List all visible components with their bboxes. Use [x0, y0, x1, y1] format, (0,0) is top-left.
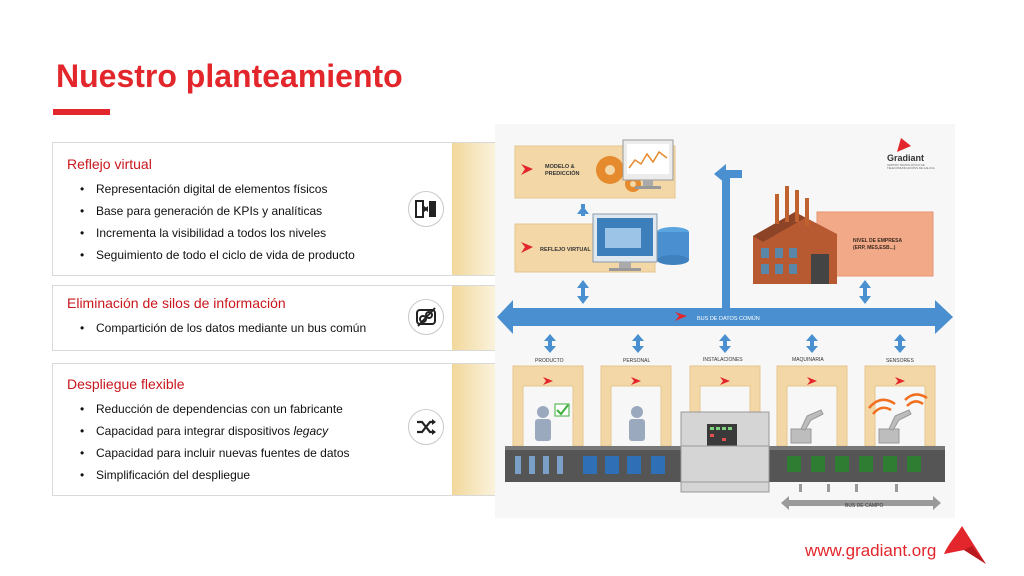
conveyor-belt: [505, 445, 945, 483]
logo-name: Gradiant: [887, 153, 924, 163]
section-eliminacion-silos: Eliminación de silos de información Comp…: [52, 285, 497, 351]
gradiant-corner-logo: [944, 526, 986, 564]
bullet-item: Representación digital de elementos físi…: [80, 178, 355, 200]
bullet-list: Representación digital de elementos físi…: [80, 178, 355, 266]
bullet-item: Capacidad para incluir nuevas fuentes de…: [80, 442, 350, 464]
shuffle-icon: [408, 409, 444, 445]
bullet-item: Simplificación del despliegue: [80, 464, 350, 486]
vertical-arrows: [577, 164, 871, 312]
reflejo-virtual-panel: REFLEJO VIRTUAL: [514, 213, 689, 273]
nivel-empresa-panel: NIVEL DE EMPRESA (ERP, MES,ESB...): [753, 186, 934, 284]
architecture-diagram: MODELO & PREDICCIÓN REFLEJO VIRTUAL: [495, 124, 955, 518]
category-label: PERSONAL: [623, 358, 650, 364]
section-heading: Despliegue flexible: [67, 376, 185, 392]
database-icon: [657, 227, 689, 265]
bullet-item: Seguimiento de todo el ciclo de vida de …: [80, 244, 355, 266]
worker-icon: [535, 406, 551, 441]
wireless-icons: [868, 393, 928, 415]
modelo-label-1: MODELO &: [545, 164, 575, 170]
gradiant-logo-mark: [897, 138, 911, 152]
section-heading: Eliminación de silos de información: [67, 295, 286, 311]
factory-icon: [753, 186, 837, 284]
bullet-item: Compartición de los datos mediante un bu…: [80, 317, 366, 339]
field-bus: BUS DE CAMPO: [781, 484, 941, 510]
category-label: SENSORES: [886, 358, 914, 364]
bus-label: BUS DE DATOS COMÚN: [697, 315, 760, 322]
category-frames: [512, 365, 936, 447]
monitor-icon: [592, 213, 658, 271]
worker-icon: [629, 406, 645, 441]
bullet-item: Capacidad para integrar dispositivos leg…: [80, 420, 350, 442]
section-reflejo-virtual: Reflejo virtual Representación digital d…: [52, 142, 497, 276]
empresa-label-2: (ERP, MES,ESB...): [853, 245, 896, 251]
bullet-item: Incrementa la visibilidad a todos los ni…: [80, 222, 355, 244]
checkmark-icon: [554, 403, 570, 417]
section-heading: Reflejo virtual: [67, 156, 152, 172]
title-underline: [53, 109, 110, 115]
brand-mark-icon: [521, 164, 533, 175]
logo-tagline-1: CENTRO TECNOLÓXICO DE: [887, 162, 925, 167]
mirror-icon: [408, 191, 444, 227]
brand-mark-icon: [675, 312, 687, 321]
modelo-prediccion-panel: MODELO & PREDICCIÓN: [514, 139, 676, 199]
bullet-item: Reducción de dependencias con un fabrica…: [80, 398, 350, 420]
bullet-list: Compartición de los datos mediante un bu…: [80, 317, 366, 339]
page-title: Nuestro planteamiento: [56, 58, 403, 94]
footer-url[interactable]: www.gradiant.org: [805, 541, 937, 560]
category-label: PRODUCTO: [535, 358, 564, 364]
category-arrows: [544, 334, 906, 353]
category-label: INSTALACIONES: [703, 357, 743, 363]
common-data-bus: BUS DE DATOS COMÚN: [497, 300, 953, 334]
section-stripe: [452, 364, 496, 495]
logo-tagline-2: TELECOMUNICACIÓNS DE GALICIA: [887, 165, 935, 170]
robot-arm-icon: [790, 409, 824, 444]
gradiant-logo: Gradiant CENTRO TECNOLÓXICO DE TELECOMUN…: [887, 138, 935, 170]
chart-monitor-icon: [622, 139, 674, 189]
bullet-text: Capacidad para integrar dispositivos: [96, 424, 294, 438]
robot-arm-icons: [790, 409, 912, 444]
section-stripe: [452, 143, 496, 275]
field-bus-label: BUS DE CAMPO: [845, 503, 883, 509]
category-labels: PRODUCTO PERSONAL INSTALACIONES MAQUINAR…: [535, 357, 914, 364]
bullet-list: Reducción de dependencias con un fabrica…: [80, 398, 350, 486]
robot-arm-icon: [878, 409, 912, 444]
category-label: MAQUINARIA: [792, 357, 824, 363]
worker-icons: [535, 406, 645, 441]
reflejo-label: REFLEJO VIRTUAL: [540, 247, 591, 253]
empresa-label-1: NIVEL DE EMPRESA: [853, 238, 902, 244]
modelo-label-2: PREDICCIÓN: [545, 169, 580, 177]
section-despliegue-flexible: Despliegue flexible Reducción de depende…: [52, 363, 497, 496]
brand-mark-icon: [521, 242, 533, 253]
section-stripe: [452, 286, 496, 350]
bullet-emphasis: legacy: [293, 424, 329, 438]
bullet-item: Base para generación de KPIs y analítica…: [80, 200, 355, 222]
unlink-icon: [408, 299, 444, 335]
